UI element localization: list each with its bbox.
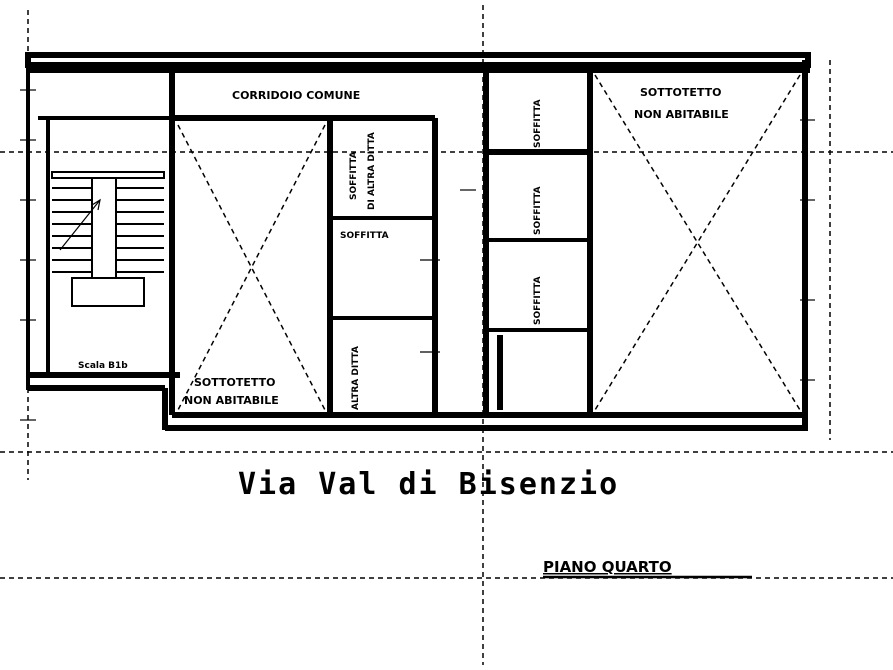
label-soffitta-top-2: DI ALTRA DITTA xyxy=(367,132,377,210)
label-soffitta-top-1: SOFFITTA xyxy=(349,151,359,200)
label-sottotetto-right-1: SOTTOTETTO xyxy=(640,86,722,99)
interior-walls xyxy=(38,70,805,418)
x-marks xyxy=(177,74,801,411)
floor-name: PIANO QUARTO xyxy=(543,558,672,576)
label-sottotetto-left-1: SOTTOTETTO xyxy=(194,376,276,389)
dimension-ticks xyxy=(20,89,815,421)
reference-lines xyxy=(0,5,893,665)
label-sottotetto-left-2: NON ABITABILE xyxy=(184,394,279,407)
label-altra-ditta: ALTRA DITTA xyxy=(351,346,361,410)
label-soffitta-right-mid: SOFFITTA xyxy=(533,186,543,235)
street-name: Via Val di Bisenzio xyxy=(238,467,619,502)
label-soffitta-right-low: SOFFITTA xyxy=(533,276,543,325)
outer-walls xyxy=(25,52,811,431)
label-stair: Scala B1b xyxy=(78,361,128,371)
staircase xyxy=(51,171,165,307)
label-corridoio: CORRIDOIO COMUNE xyxy=(232,89,360,102)
label-sottotetto-right-2: NON ABITABILE xyxy=(634,108,729,121)
label-soffitta-right-top: SOFFITTA xyxy=(533,99,543,148)
room-labels: CORRIDOIO COMUNE SOTTOTETTO NON ABITABIL… xyxy=(78,86,729,410)
label-soffitta-mid: SOFFITTA xyxy=(340,231,389,241)
